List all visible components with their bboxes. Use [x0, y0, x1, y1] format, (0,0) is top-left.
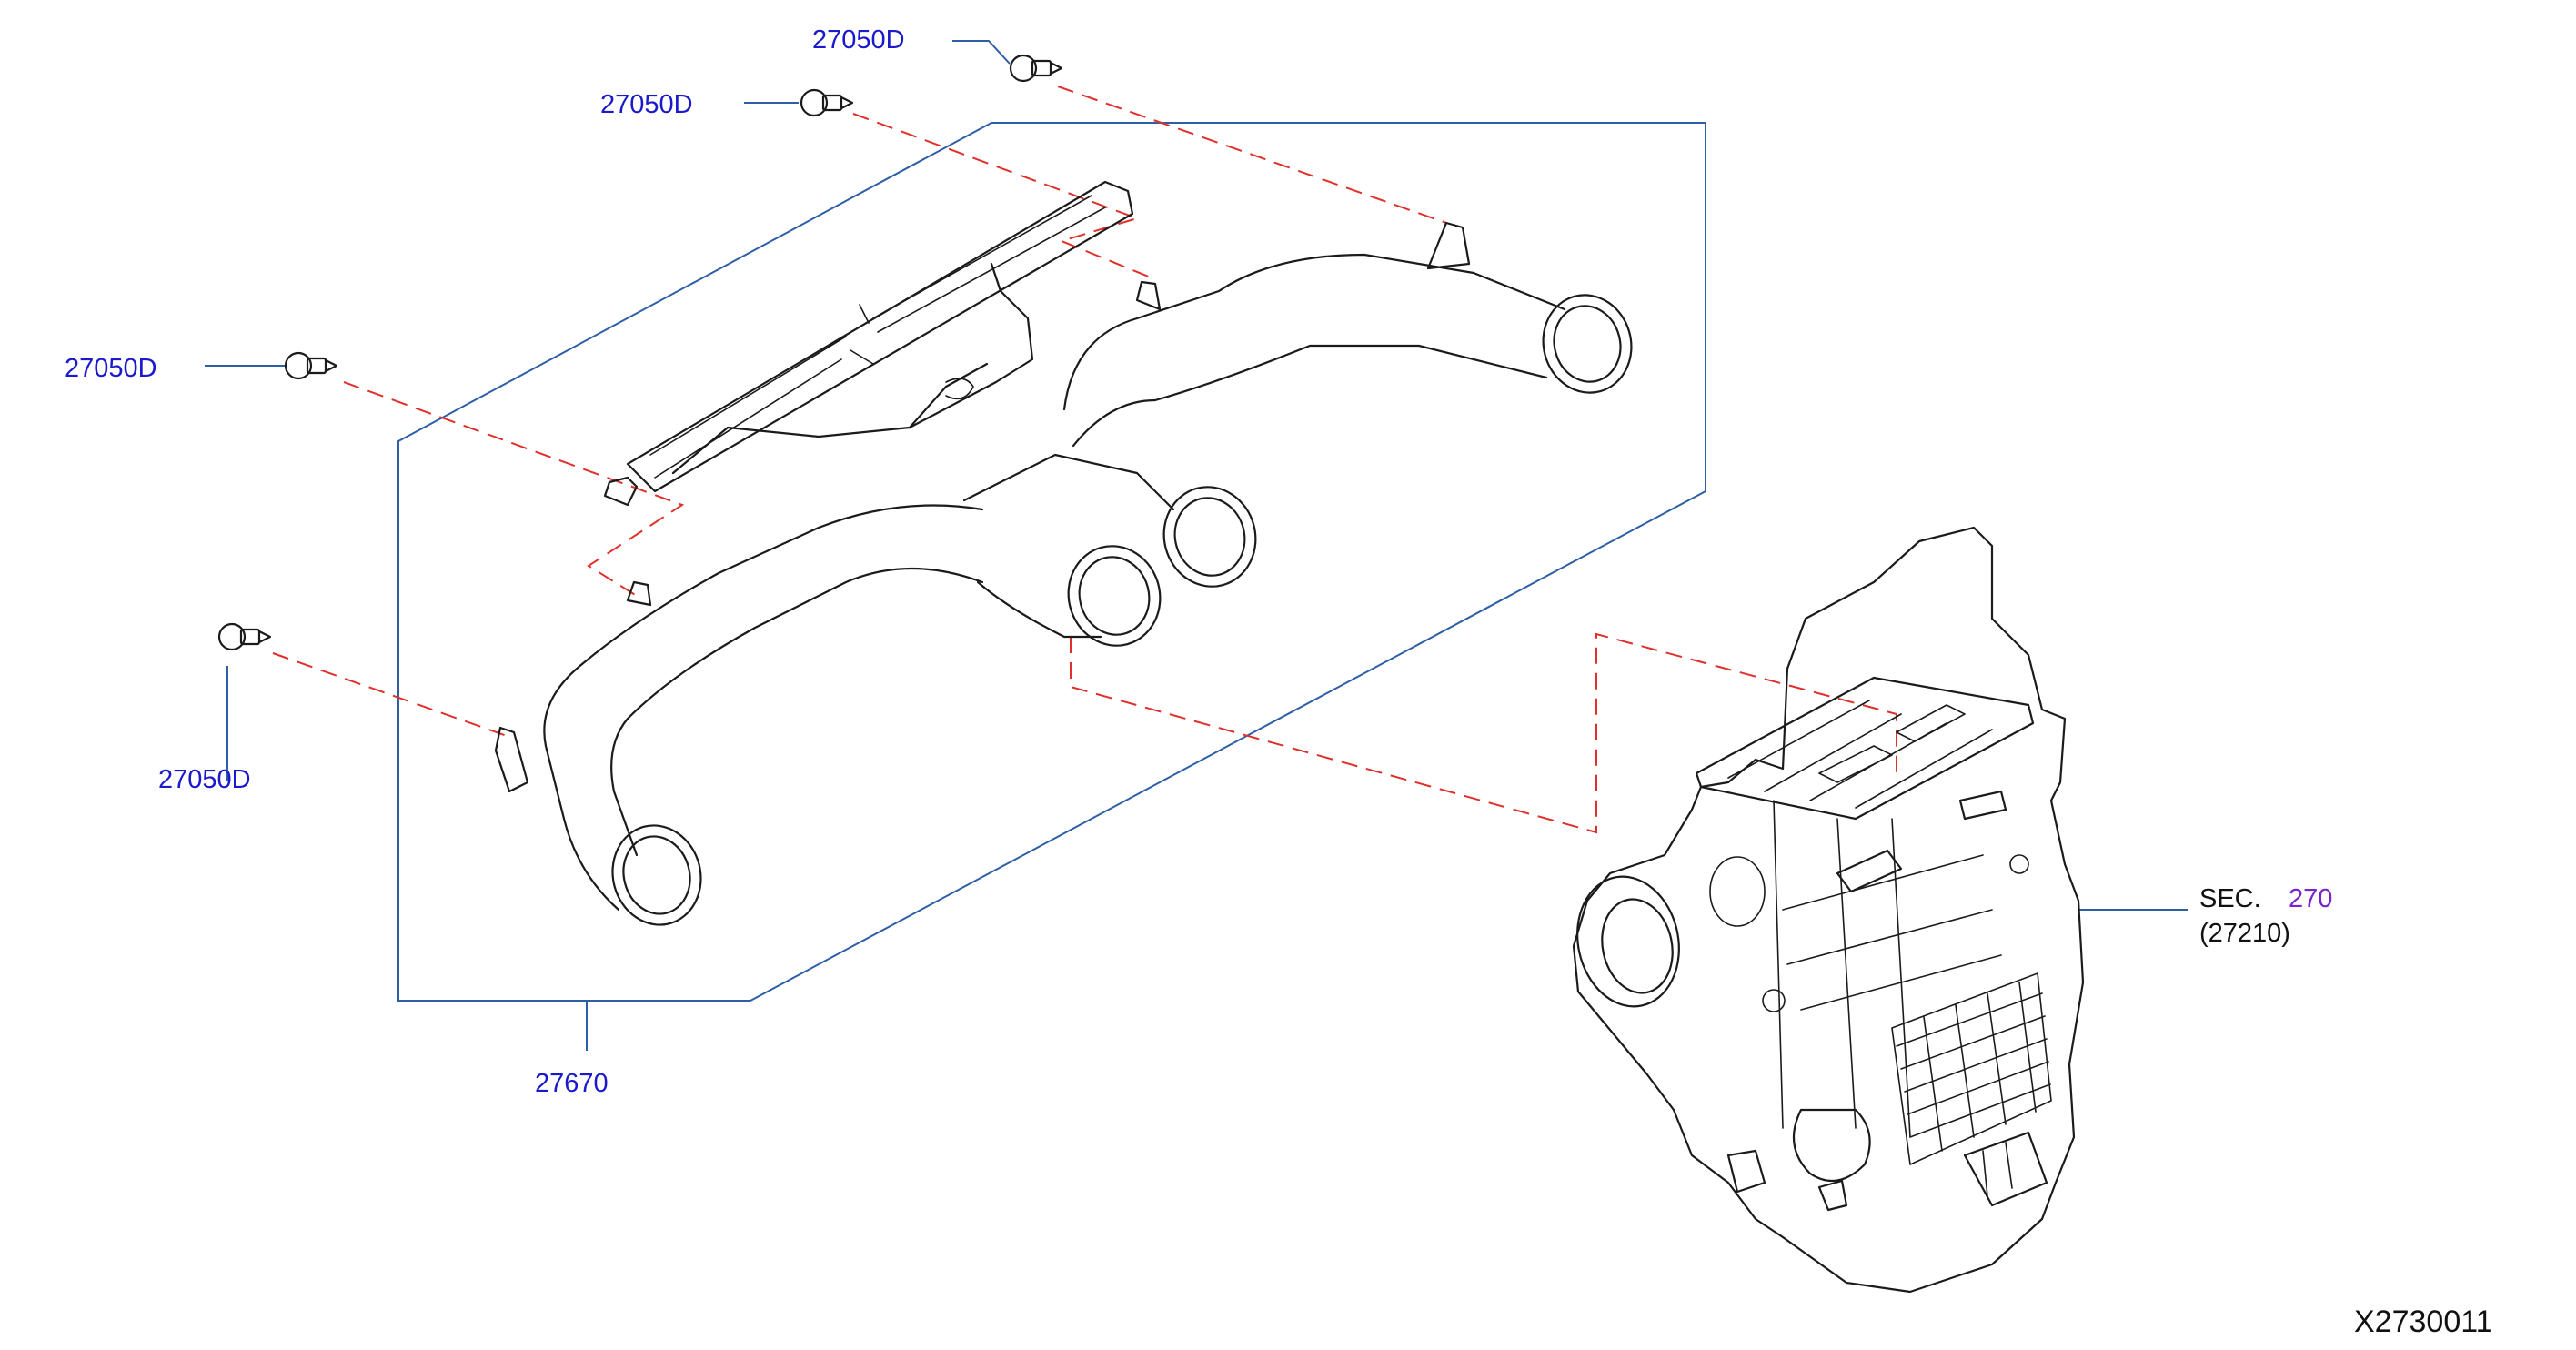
part-number-clip-top-left[interactable]: 27050D: [600, 90, 693, 119]
part-number-clip-mid-left[interactable]: 27050D: [65, 354, 157, 383]
guide-lines: [272, 86, 1897, 834]
assembly-boundary: [397, 122, 1706, 1002]
ventilator-duct-illustration: [494, 180, 1633, 926]
section-number-link[interactable]: 270: [2289, 884, 2333, 913]
diagram-code: X2730011: [2354, 1305, 2493, 1339]
section-sub-reference: (27210): [2199, 919, 2290, 948]
heater-unit-illustration: [1572, 526, 2085, 1294]
leader-lines: [205, 40, 2188, 1051]
evaporator-grid: [1891, 972, 2052, 1165]
part-number-clip-bottom-left[interactable]: 27050D: [158, 765, 251, 794]
section-prefix: SEC.: [2199, 884, 2261, 913]
part-number-clip-top-right[interactable]: 27050D: [812, 25, 905, 55]
part-number-duct-assembly[interactable]: 27670: [535, 1069, 609, 1098]
push-clip-icon: [217, 54, 1063, 651]
